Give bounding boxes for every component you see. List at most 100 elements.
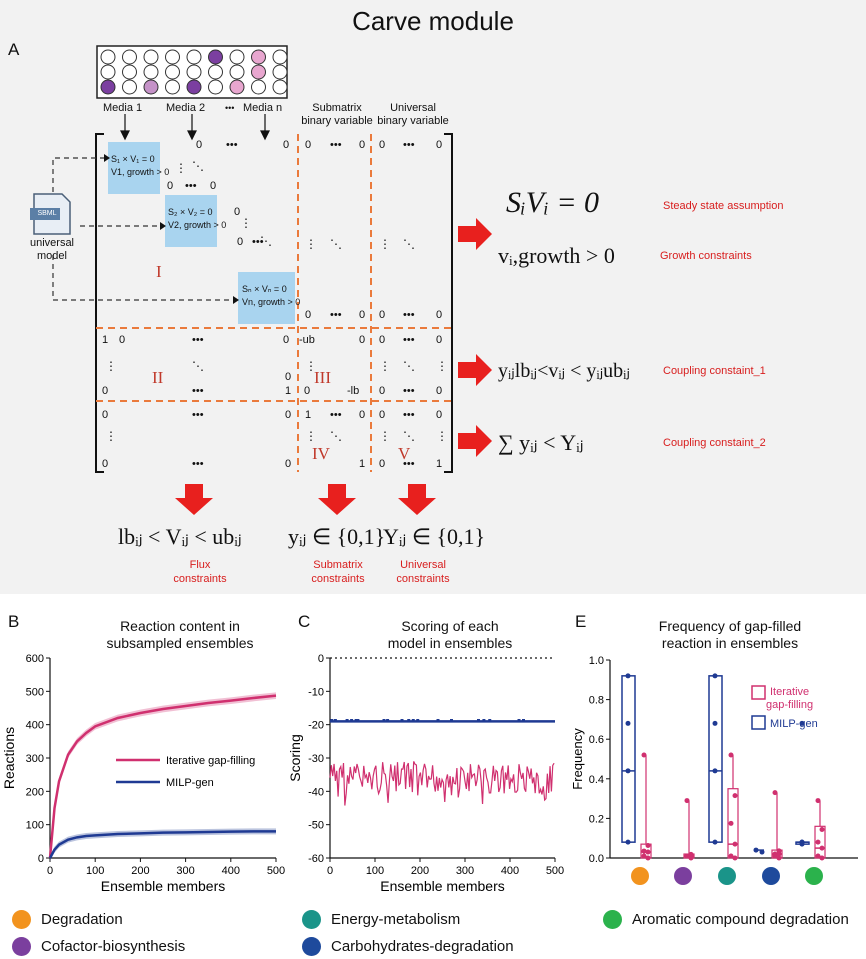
- matrix-entry: 0: [436, 385, 442, 397]
- block-label-i: I: [156, 262, 162, 281]
- vertical-dots: ⋮: [175, 161, 187, 175]
- eq-coupling-1: yᵢⱼlbᵢⱼ<vᵢⱼ < yᵢⱼubᵢⱼ: [498, 360, 630, 382]
- milp-point: [712, 673, 718, 679]
- vertical-dots: ⋮: [105, 429, 117, 443]
- matrix-entry: •••: [192, 385, 204, 397]
- well: [229, 49, 245, 65]
- series-line-0: [48, 694, 277, 859]
- well: [186, 64, 202, 80]
- iterative-point: [728, 853, 734, 859]
- diagonal-dots: ⋱: [260, 234, 272, 248]
- series-line-1: [48, 830, 276, 859]
- iterative-point: [645, 855, 651, 861]
- matrix-entry: •••: [185, 180, 197, 192]
- diagonal-dots: ⋱: [403, 359, 415, 373]
- frequency-boxplot: 0.00.20.40.60.81.0FrequencyIterativegap-…: [570, 655, 858, 885]
- matrix-entry: 1: [436, 458, 442, 470]
- category-dot-2: [718, 867, 736, 885]
- eq-universal: Yᵢⱼ ∈ {0,1}: [383, 524, 486, 549]
- well: [165, 79, 180, 95]
- iterative-point: [772, 853, 778, 859]
- matrix-entry: 0: [359, 139, 365, 151]
- milp-score-blip: [350, 719, 354, 722]
- matrix-entry: 0: [304, 385, 310, 397]
- matrix-entry: 0: [285, 458, 291, 470]
- matrix-entry: •••: [192, 409, 204, 421]
- vertical-dots: ⋮: [379, 237, 391, 251]
- iterative-point: [732, 855, 738, 861]
- well: [143, 79, 159, 95]
- matrix-entry: 0: [196, 139, 202, 151]
- figure-title: Carve module: [352, 6, 514, 36]
- milp-point: [753, 847, 759, 853]
- y-tick-label: 0: [38, 853, 44, 865]
- matrix-entry: 0: [305, 139, 311, 151]
- legend-energy: Energy-metabolism: [302, 910, 460, 929]
- matrix-entry: 1: [102, 334, 108, 346]
- cofactor-dot: [12, 937, 31, 956]
- iterative-point: [641, 752, 647, 758]
- matrix-entry: 0: [283, 334, 289, 346]
- y-axis-label: Frequency: [570, 728, 585, 790]
- matrix-entry: •••: [330, 139, 342, 151]
- matrix-entry: -ub: [299, 334, 315, 346]
- eq-submatrix: yᵢⱼ ∈ {0,1}: [288, 524, 386, 549]
- category-dot-1: [674, 867, 692, 885]
- iterative-point: [684, 853, 690, 859]
- matrix-entry: 0: [102, 409, 108, 421]
- milp-point: [625, 839, 631, 845]
- diagonal-dots: ⋱: [330, 237, 342, 251]
- category-dot-3: [762, 867, 780, 885]
- well: [100, 64, 116, 80]
- well: [186, 79, 202, 95]
- iterative-point: [819, 855, 825, 861]
- iterative-point: [815, 853, 821, 859]
- iterative-point: [641, 848, 647, 854]
- y-tick-label: -10: [308, 686, 324, 698]
- iterative-point: [732, 793, 738, 799]
- milp-score-blip: [382, 719, 386, 722]
- milp-score-blip: [482, 719, 486, 722]
- matrix-entry: 0: [436, 309, 442, 321]
- milp-score-blip: [330, 719, 334, 722]
- y-tick-label: 400: [26, 720, 44, 732]
- iterative-point: [732, 841, 738, 847]
- well: [143, 64, 159, 80]
- matrix-entry: 0: [359, 334, 365, 346]
- matrix-entry: •••: [403, 409, 415, 421]
- legend-label-milp: MILP-gen: [166, 777, 214, 789]
- matrix-entry: 0: [167, 180, 173, 192]
- well: [100, 79, 116, 95]
- matrix-entry: 0: [436, 139, 442, 151]
- matrix-entry: •••: [192, 334, 204, 346]
- iterative-point: [772, 790, 778, 796]
- category-dot-0: [631, 867, 649, 885]
- vertical-dots: ⋮: [436, 429, 448, 443]
- iterative-point: [641, 853, 647, 859]
- y-tick-label: -20: [308, 720, 324, 732]
- iterative-point: [776, 855, 782, 861]
- label-coupling-1: Coupling constaint_1: [663, 365, 766, 377]
- well: [122, 64, 137, 80]
- iterative-point: [819, 826, 825, 832]
- matrix-entry: 0: [285, 409, 291, 421]
- matrix-entry: 1: [285, 385, 291, 397]
- y-tick-label: 200: [26, 786, 44, 798]
- milp-score-blip: [354, 719, 358, 722]
- milp-point: [712, 839, 718, 845]
- x-tick-label: 500: [546, 865, 564, 877]
- well: [208, 64, 223, 80]
- y-tick-label: 300: [26, 753, 44, 765]
- x-tick-label: 300: [176, 865, 194, 877]
- eq-growth: vᵢ,growth > 0: [498, 243, 615, 268]
- matrix-entry: 1: [359, 458, 365, 470]
- milp-score-blip: [356, 719, 360, 722]
- milp-score-blip: [386, 719, 390, 722]
- legend-carbohydrates: Carbohydrates-degradation: [302, 937, 514, 956]
